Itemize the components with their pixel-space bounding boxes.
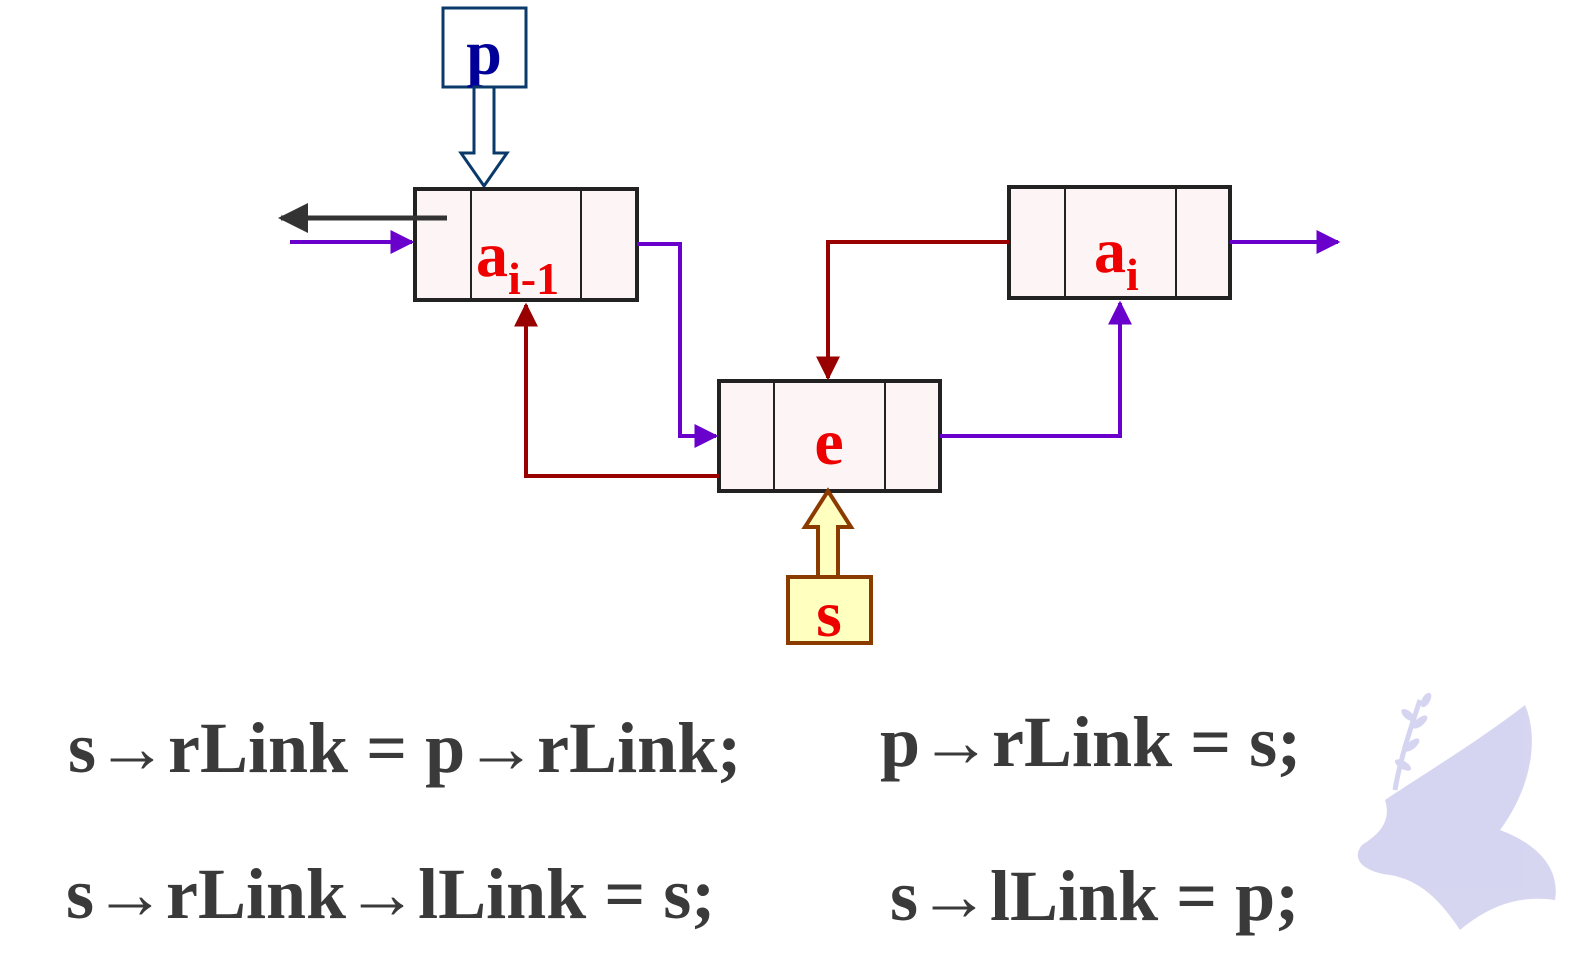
- node-next: ai: [1007, 185, 1232, 300]
- new-rlink-to-next: [940, 300, 1132, 438]
- pointer-p-arrow: [458, 85, 510, 189]
- next-llink-to-new: [816, 240, 1009, 381]
- pointer-s: s: [786, 487, 873, 651]
- node-prev-label: ai-1: [476, 219, 559, 304]
- pointer-s-arrow: [801, 487, 855, 579]
- pointer-p-label: p: [466, 17, 502, 88]
- new-llink-to-prev: [514, 302, 719, 478]
- code-line-1-left: s→rLink = p→rLink;: [68, 708, 742, 788]
- node-new: e: [717, 379, 942, 493]
- node-new-label: e: [814, 406, 843, 479]
- code-line-2-right: s→lLink = p;: [890, 856, 1300, 936]
- pointer-s-label: s: [816, 578, 842, 651]
- prev-rlink-to-new: [637, 242, 719, 448]
- node-prev: ai-1: [413, 187, 639, 304]
- links: [278, 203, 1341, 478]
- pointer-p: p: [441, 6, 528, 189]
- code-line-2-left: s→rLink→lLink = s;: [66, 854, 716, 934]
- node-next-label: ai: [1094, 215, 1139, 300]
- code-line-1-right: p→rLink = s;: [880, 702, 1302, 782]
- dove-watermark-icon: [1357, 692, 1556, 930]
- pointer-s-box: [786, 575, 873, 645]
